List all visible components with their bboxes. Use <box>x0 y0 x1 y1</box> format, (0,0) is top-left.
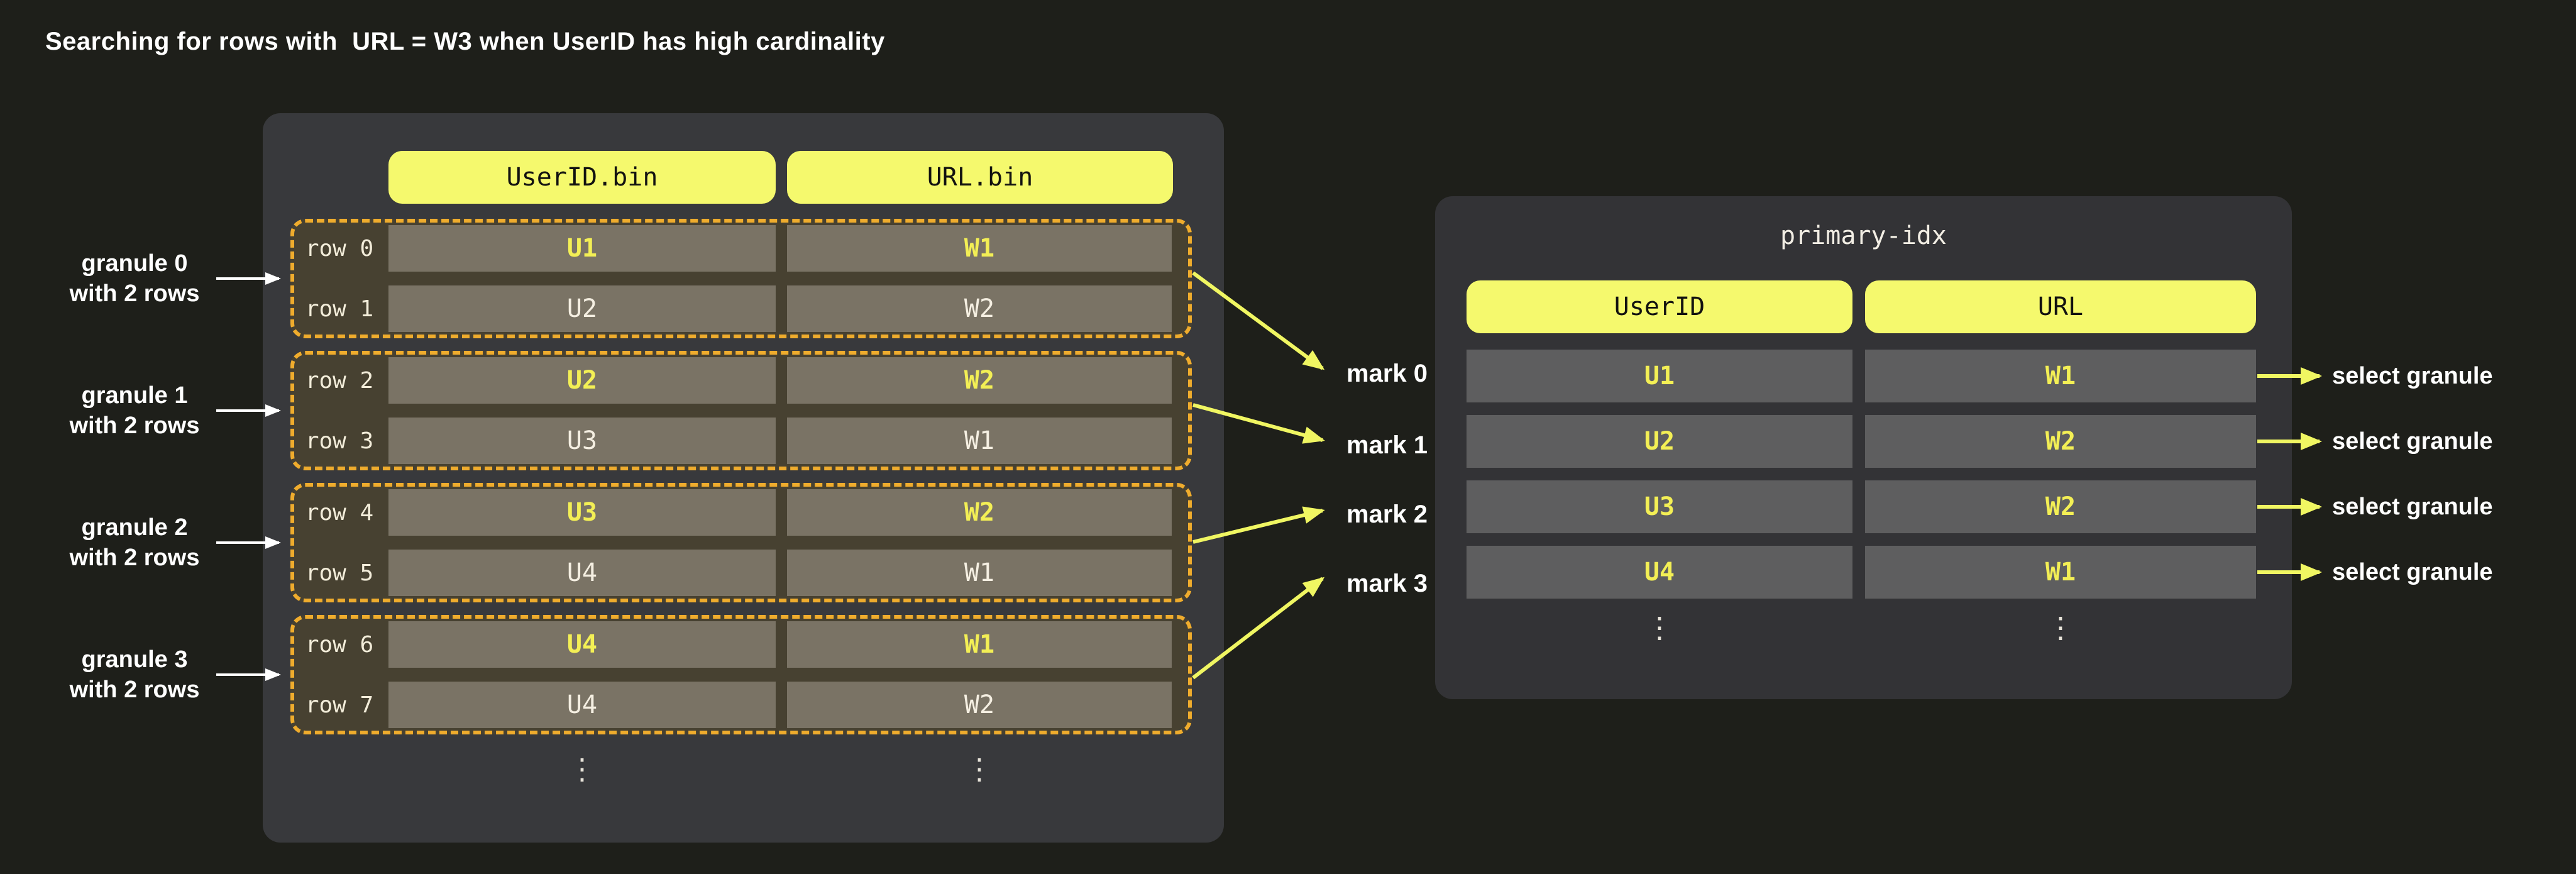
more-index-rows-ellipsis: ⋮ <box>1645 611 1674 644</box>
column-header-userid-label: UserID <box>1614 292 1705 321</box>
granule-0-annotation-line2: with 2 rows <box>69 280 200 307</box>
idx-cell-userid: U3 <box>1467 480 1852 533</box>
bin-cell-userid: U1 <box>388 225 776 272</box>
mark-2-label: mark 2 <box>1346 500 1428 528</box>
granule-2-annotation-line2: with 2 rows <box>69 545 200 571</box>
bin-cell-url: W1 <box>787 621 1172 668</box>
granule-2-annotation: granule 2 with 2 rows <box>57 512 212 573</box>
row-label: row 7 <box>305 692 374 718</box>
column-header-url-label: URL <box>2037 292 2084 321</box>
bin-cell-url: W1 <box>787 225 1172 272</box>
primary-index-title: primary-idx <box>1780 221 1947 250</box>
granule-2-annotation-line1: granule 2 <box>81 514 188 541</box>
granule-3-annotation: granule 3 with 2 rows <box>57 644 212 705</box>
row-label: row 1 <box>305 296 374 322</box>
bin-cell-url: W2 <box>787 682 1172 728</box>
idx-cell-userid: U2 <box>1467 415 1852 468</box>
column-header-url: URL <box>1865 280 2256 333</box>
bin-cell-url: W2 <box>787 489 1172 536</box>
granule-1-annotation-line1: granule 1 <box>81 382 188 409</box>
idx-cell-url: W2 <box>1865 480 2256 533</box>
select-granule-label: select granule <box>2332 428 2493 455</box>
mark-0-label: mark 0 <box>1346 359 1428 387</box>
bin-cell-url: W2 <box>787 357 1172 404</box>
column-header-userid: UserID <box>1467 280 1852 333</box>
bin-cell-userid: U4 <box>388 621 776 668</box>
idx-cell-userid: U4 <box>1467 546 1852 599</box>
row-label: row 4 <box>305 499 374 526</box>
granule-1-annotation: granule 1 with 2 rows <box>57 380 212 441</box>
column-header-url-bin-label: URL.bin <box>927 163 1033 192</box>
row-label: row 2 <box>305 367 374 394</box>
more-rows-ellipsis: ⋮ <box>568 752 597 786</box>
select-granule-label: select granule <box>2332 493 2493 520</box>
column-header-userid-bin-label: UserID.bin <box>506 163 658 192</box>
mark-3-label: mark 3 <box>1346 569 1428 597</box>
page-title: Searching for rows with URL = W3 when Us… <box>45 28 885 55</box>
idx-cell-userid: U1 <box>1467 350 1852 402</box>
row-label: row 0 <box>305 235 374 262</box>
bin-cell-userid: U4 <box>388 550 776 596</box>
more-rows-ellipsis: ⋮ <box>965 752 994 786</box>
idx-cell-url: W2 <box>1865 415 2256 468</box>
idx-cell-url: W1 <box>1865 546 2256 599</box>
granule-3-annotation-line2: with 2 rows <box>69 677 200 703</box>
bin-cell-userid: U2 <box>388 285 776 332</box>
select-granule-label: select granule <box>2332 558 2493 585</box>
bin-cell-userid: U3 <box>388 489 776 536</box>
bin-cell-url: W1 <box>787 418 1172 464</box>
idx-cell-url: W1 <box>1865 350 2256 402</box>
bin-cell-userid: U3 <box>388 418 776 464</box>
row-label: row 3 <box>305 428 374 454</box>
row-label: row 6 <box>305 631 374 658</box>
column-header-url-bin: URL.bin <box>787 151 1173 204</box>
row-label: row 5 <box>305 560 374 586</box>
bin-cell-userid: U4 <box>388 682 776 728</box>
granule-3-annotation-line1: granule 3 <box>81 646 188 673</box>
granule-0-annotation-line1: granule 0 <box>81 250 188 277</box>
bin-cell-url: W1 <box>787 550 1172 596</box>
column-header-userid-bin: UserID.bin <box>388 151 776 204</box>
more-index-rows-ellipsis: ⋮ <box>2046 611 2075 644</box>
granule-0-annotation: granule 0 with 2 rows <box>57 248 212 309</box>
bin-cell-url: W2 <box>787 285 1172 332</box>
mark-1-label: mark 1 <box>1346 431 1428 459</box>
granule-1-annotation-line2: with 2 rows <box>69 412 200 439</box>
bin-cell-userid: U2 <box>388 357 776 404</box>
select-granule-label: select granule <box>2332 362 2493 389</box>
